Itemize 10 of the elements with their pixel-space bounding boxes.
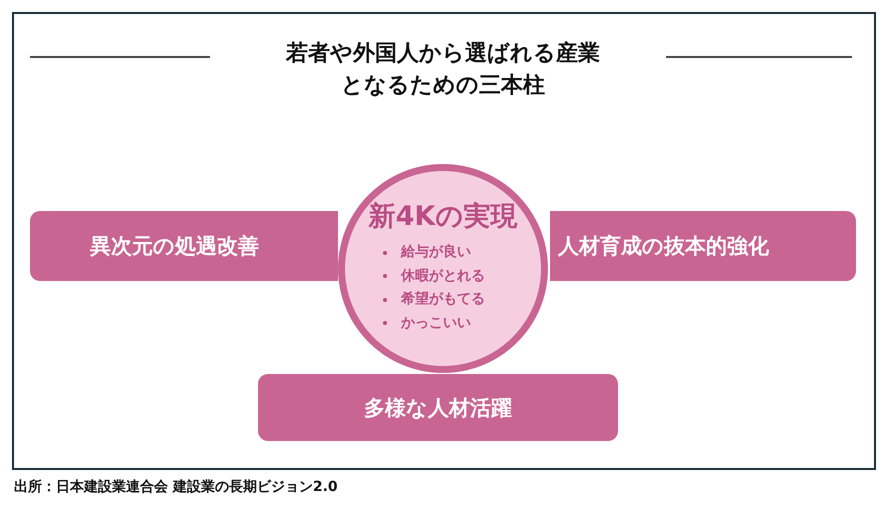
bullet-item: 給与が良い [401,242,471,262]
pillar-bar: 異次元の処遇改善 [30,211,338,281]
pillar-bar: 多様な人材活躍 [258,374,618,441]
title: 若者や外国人から選ばれる産業となるための三本柱 [284,40,601,100]
bullet-item: かっこいい [401,314,471,332]
bullet-item: 休暇がとれる [401,266,485,286]
source-caption: 出所：日本建設業連合会 建設業の長期ビジョン2.0 [14,478,338,496]
pillar-bar: 人材育成の抜本的強化 [550,211,856,281]
heading: 新4Kの実現 [368,200,518,234]
bullet-item: 希望がもてる [401,290,485,309]
